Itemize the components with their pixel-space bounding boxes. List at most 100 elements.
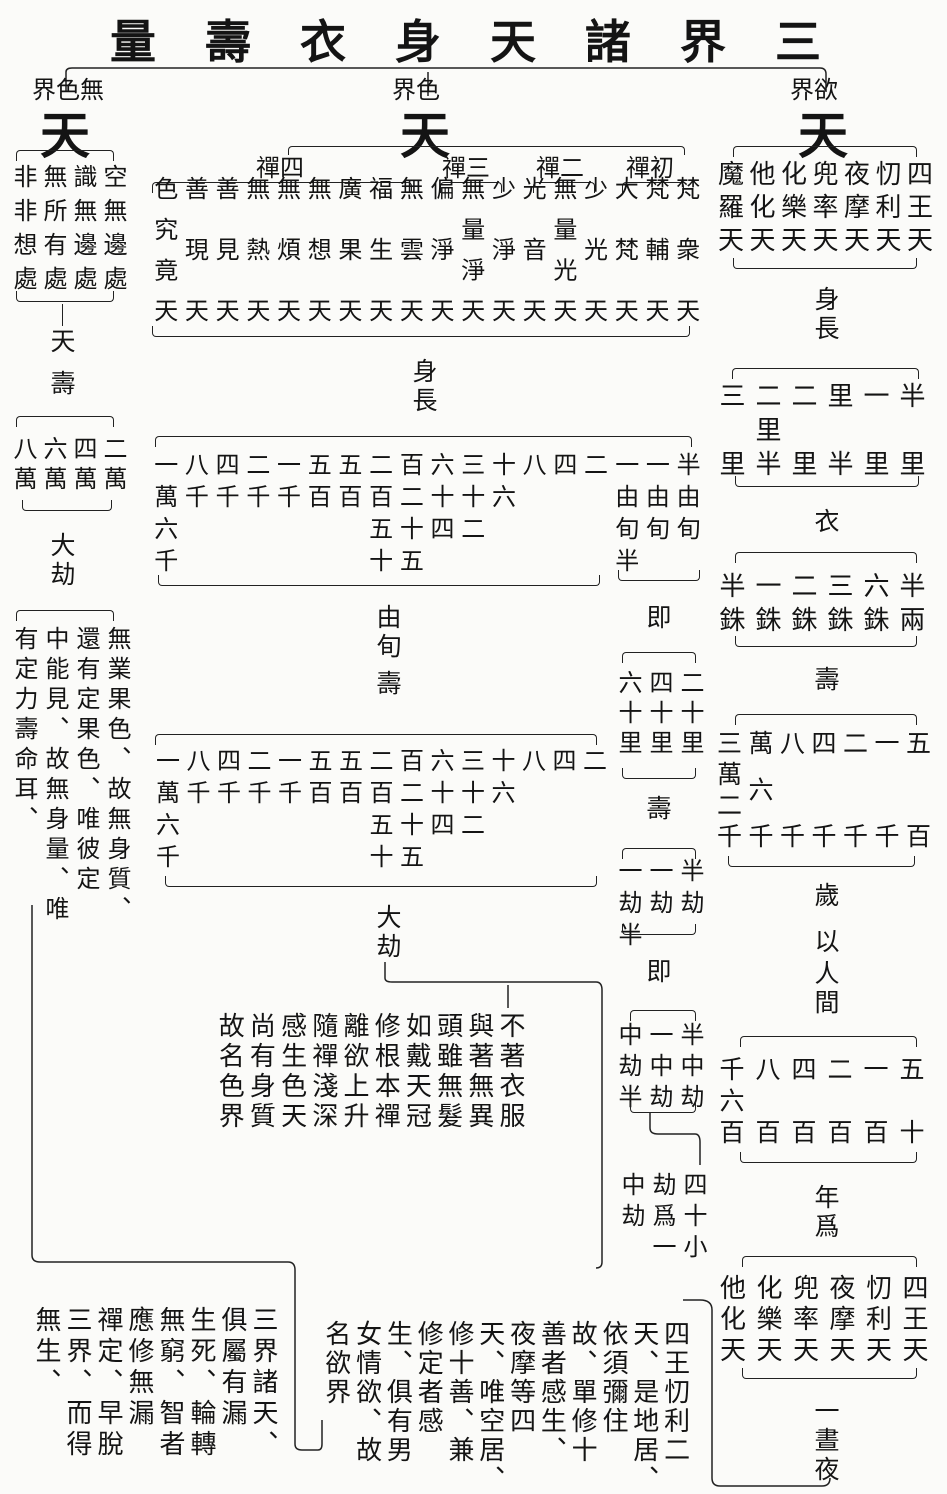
form-heaven: 無想天 <box>303 176 332 322</box>
form-body-length: 四 <box>548 452 577 484</box>
mid-kalpa: 半中劫 <box>676 1022 704 1115</box>
kalpa-note-column: 劫爲一 <box>648 1172 676 1265</box>
form-heaven: 善現天 <box>180 176 209 322</box>
bracket <box>740 1036 917 1047</box>
by-label: 以 <box>811 928 840 957</box>
day-heaven: 兜率天 <box>788 1274 819 1362</box>
form-note-column: 故名色界 <box>214 1012 245 1132</box>
formless-heaven: 無所有處 <box>39 164 67 290</box>
bracket <box>622 768 696 779</box>
form-lifespan: 一千 <box>273 748 302 812</box>
clothes-weight: 一銖 <box>751 572 781 632</box>
formless-lifespan: 六萬 <box>39 436 67 496</box>
yojana-equiv: 二十里 <box>676 670 704 760</box>
desire-body-length: 三里 <box>715 382 745 476</box>
form-heaven-char: 天 <box>400 106 450 165</box>
form-body-length: 八千 <box>180 452 209 516</box>
desire-note-path <box>682 1299 831 1487</box>
bracket <box>735 476 919 487</box>
formless-note-path <box>31 905 323 1451</box>
form-lifespan: 五百 <box>304 748 332 812</box>
form-body-label: 身長 <box>409 358 438 416</box>
form-heaven: 少光天 <box>579 176 608 322</box>
dhyana-2-label: 二禪 <box>536 154 584 182</box>
closing-note-column: 三界、而得 <box>62 1306 92 1461</box>
desire-lifespan: 三萬二千 <box>713 730 743 848</box>
desire-note-column: 女情欲、故 <box>351 1320 382 1465</box>
desire-life-label: 壽 <box>811 666 840 695</box>
form-body-yojanas: 半由旬一由旬一由旬半 <box>609 452 701 580</box>
closing-note-column: 禪定、早脫 <box>93 1306 123 1461</box>
yojana-equivalents: 二十里四十里六十里 <box>612 670 705 760</box>
form-note-column: 修根本禪 <box>370 1012 401 1132</box>
connector <box>62 304 63 326</box>
day-heavens: 四王天忉利天夜摩天兜率天化樂天他化天 <box>712 1274 931 1362</box>
desire-note-column: 善者感生、 <box>536 1320 567 1465</box>
day-heaven: 四王天 <box>898 1274 928 1362</box>
bracket <box>152 326 690 337</box>
desire-heavens: 四王天忉利天夜摩天兜率天化樂天他化天魔羅天 <box>712 160 933 252</box>
clothes-weight: 半銖 <box>715 572 745 632</box>
form-lifespan: 二百五十 <box>365 748 393 876</box>
yojana-equiv: 六十里 <box>614 670 642 760</box>
desire-lifespans: 五百一千二千四千八千萬六千三萬二千 <box>712 730 933 848</box>
form-lifespan: 四 <box>548 748 576 780</box>
form-heaven: 無煩天 <box>272 176 301 322</box>
formless-realm-label: 無色界 <box>32 76 104 104</box>
desire-body-label: 身長 <box>811 286 840 344</box>
bracket <box>622 182 684 193</box>
dhyana-1-label: 初禪 <box>626 154 674 182</box>
bracket <box>733 146 917 157</box>
bracket <box>735 714 917 725</box>
bracket <box>618 570 700 581</box>
kalpa-note: 四十小劫爲一中劫 <box>615 1172 708 1265</box>
bracket <box>733 258 917 269</box>
desire-heaven: 他化天 <box>745 160 775 252</box>
yojana-equiv: 四十里 <box>645 670 673 760</box>
bracket <box>155 436 692 447</box>
human-years: 一百 <box>860 1056 889 1144</box>
closing-note-column: 應修無漏 <box>124 1306 154 1430</box>
form-lifespan: 二千 <box>243 748 271 812</box>
form-life-label: 壽 <box>373 670 402 699</box>
desire-body-lengths: 半里一里里半二里二里半三里 <box>712 382 928 476</box>
form-heaven: 無量淨天 <box>456 176 485 322</box>
human-years: 八百 <box>752 1056 781 1144</box>
form-lifespan: 一萬六千 <box>151 748 180 876</box>
bracket <box>165 876 597 887</box>
form-body-yojana: 一由旬半 <box>610 452 639 580</box>
form-lifespan: 八千 <box>182 748 210 812</box>
desire-body-length: 二里 <box>787 382 817 476</box>
form-note-column: 不著衣服 <box>495 1012 526 1132</box>
form-body-length: 一萬六千 <box>149 452 178 580</box>
form-body-length: 一千 <box>272 452 301 516</box>
form-body-lengths: 二四八十六三十二六十四百二十五二百五十五百五百一千二千四千八千一萬六千 <box>148 452 609 580</box>
desire-note-column: 依須彌住 <box>597 1320 628 1436</box>
day-heaven: 夜摩天 <box>825 1274 855 1362</box>
mid-kalpa: 中劫半 <box>614 1022 642 1115</box>
bracket <box>440 182 502 193</box>
day-heaven: 他化天 <box>715 1274 746 1362</box>
form-heaven: 大梵天 <box>610 176 639 322</box>
page-title: 三界諸天身衣壽量 <box>110 15 870 69</box>
bracket <box>742 1368 917 1379</box>
desire-note-column: 生、俱有男 <box>382 1320 413 1465</box>
form-lifespan: 三十二 <box>456 748 485 844</box>
desire-note-column: 夜摩等四 <box>505 1320 536 1436</box>
years-as-label: 年爲 <box>811 1184 840 1242</box>
desire-lifespan: 五百 <box>902 730 932 848</box>
bracket <box>622 848 696 859</box>
bracket <box>16 291 114 302</box>
formless-lifespan: 八萬 <box>9 436 37 496</box>
desire-note-column: 四王忉利二 <box>659 1320 690 1465</box>
bracket <box>740 1152 917 1163</box>
form-lifespan: 八 <box>517 748 546 780</box>
small-lifespan: 一劫 <box>645 858 673 922</box>
form-body-length: 二千 <box>241 452 270 516</box>
small-lifespans: 半劫一劫一劫半 <box>612 858 705 954</box>
closing-note: 三界諸天、俱屬有漏生死、輪轉無窮、智者應修無漏禪定、早脫三界、而得無生、 <box>30 1306 278 1461</box>
formless-heaven: 識無邊處 <box>69 164 97 290</box>
form-heaven: 福生天 <box>364 176 393 322</box>
desire-heaven: 忉利天 <box>871 160 901 252</box>
